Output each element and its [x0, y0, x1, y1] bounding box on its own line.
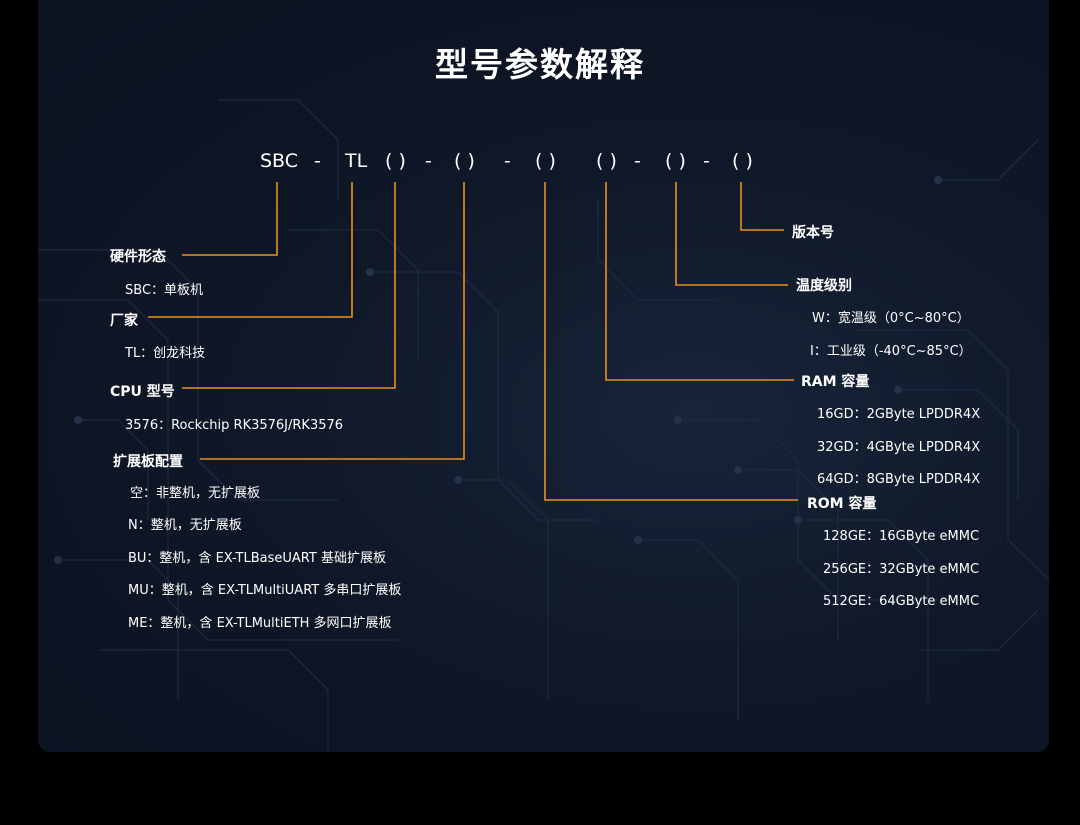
label-cpu: CPU 型号 — [110, 384, 175, 400]
maker-item: TL：创龙科技 — [125, 346, 206, 361]
code-paren-rom: ( ) — [535, 150, 556, 172]
code-dash-4: - — [634, 150, 641, 172]
code-dash-3: - — [504, 150, 511, 172]
temperature-item: I：工业级（-40°C~85°C） — [810, 344, 972, 359]
code-paren-cpu: ( ) — [385, 150, 406, 172]
label-form: 硬件形态 — [110, 249, 166, 265]
code-paren-version: ( ) — [732, 150, 753, 172]
leader-line-temperature — [675, 182, 788, 286]
leader-line-ram — [605, 182, 794, 381]
leader-line-expansion — [200, 182, 465, 460]
code-paren-ram: ( ) — [596, 150, 617, 172]
expansion-item: N：整机，无扩展板 — [128, 518, 242, 533]
leader-line-form — [182, 182, 278, 256]
label-temperature: 温度级别 — [796, 278, 852, 294]
circuit-background — [38, 99, 1049, 752]
label-version: 版本号 — [792, 225, 834, 241]
code-dash-5: - — [703, 150, 710, 172]
leader-line-version — [740, 182, 784, 231]
cpu-item: 3576：Rockchip RK3576J/RK3576 — [125, 418, 344, 433]
label-ram: RAM 容量 — [801, 374, 870, 390]
rom-item: 512GE：64GByte eMMC — [823, 594, 980, 609]
code-paren-expansion: ( ) — [454, 150, 475, 172]
code-paren-temperature: ( ) — [665, 150, 686, 172]
rom-item: 128GE：16GByte eMMC — [823, 529, 980, 544]
leader-line-rom — [544, 182, 798, 501]
expansion-item: MU：整机，含 EX-TLMultiUART 多串口扩展板 — [128, 583, 402, 598]
ram-item: 32GD：4GByte LPDDR4X — [817, 440, 981, 455]
leader-line-maker — [148, 182, 353, 318]
code-tl: TL — [345, 150, 368, 172]
rom-item: 256GE：32GByte eMMC — [823, 562, 980, 577]
ram-item: 16GD：2GByte LPDDR4X — [817, 407, 981, 422]
form-item: SBC：单板机 — [125, 283, 204, 298]
label-expansion: 扩展板配置 — [113, 454, 183, 470]
expansion-item: ME：整机，含 EX-TLMultiETH 多网口扩展板 — [128, 616, 392, 631]
label-maker: 厂家 — [110, 313, 138, 329]
label-rom: ROM 容量 — [807, 496, 877, 512]
expansion-item: BU：整机，含 EX-TLBaseUART 基础扩展板 — [128, 551, 386, 566]
ram-item: 64GD：8GByte LPDDR4X — [817, 472, 981, 487]
code-dash-2: - — [425, 150, 432, 172]
leader-line-cpu — [182, 182, 396, 389]
expansion-item: 空：非整机，无扩展板 — [130, 486, 261, 501]
code-sbc: SBC — [260, 150, 299, 172]
code-dash-1: - — [314, 150, 321, 172]
diagram-panel — [38, 0, 1049, 752]
temperature-item: W：宽温级（0°C~80°C） — [812, 311, 970, 326]
page-title: 型号参数解释 — [435, 45, 645, 84]
